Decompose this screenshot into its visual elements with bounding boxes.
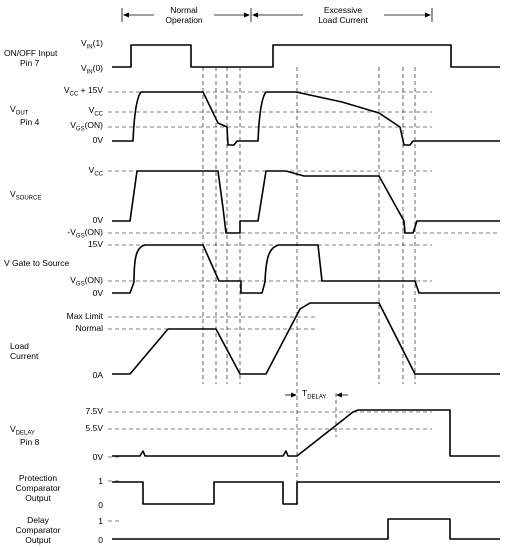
onoff-waveform <box>112 44 500 68</box>
row-labels: ON/OFF Input Pin 7 VOUT Pin 4 VSOURCE V … <box>4 48 69 545</box>
tdelay-label: TDELAY <box>302 388 326 401</box>
event-markers <box>202 67 416 505</box>
normal-phase-label-1: Normal <box>170 5 198 15</box>
load-waveform <box>112 302 500 375</box>
level-label: VGS(ON) <box>70 275 103 288</box>
level-label: 0V <box>93 288 104 298</box>
vdelay-name-line2: Pin 8 <box>20 437 40 447</box>
level-label: VCC <box>89 165 104 178</box>
vout-name: VOUT <box>10 104 29 117</box>
protection-name-line1: Protection <box>19 473 58 483</box>
vout-name-line2: Pin 4 <box>20 117 40 127</box>
protection-waveform <box>112 481 500 505</box>
tdelay-arrowhead-right <box>336 392 342 398</box>
level-label: 7.5V <box>86 406 104 416</box>
level-label: 0 <box>98 535 103 545</box>
onoff-name-line2: Pin 7 <box>20 58 40 68</box>
load-name-line2: Current <box>10 351 39 361</box>
level-label: VCC <box>89 105 104 118</box>
level-label: 1 <box>98 516 103 526</box>
normal-bracket-right-arrowhead <box>244 12 250 18</box>
tdelay-marker: TDELAY <box>285 388 348 437</box>
tdelay-arrowhead-left <box>291 392 297 398</box>
onoff-name-line1: ON/OFF Input <box>4 48 58 58</box>
vgate-waveform <box>112 244 500 294</box>
protection-name-line3: Output <box>25 493 51 503</box>
level-label: 0V <box>93 215 104 225</box>
normal-bracket-left-arrowhead <box>123 12 129 18</box>
level-label: VIN(1) <box>81 38 103 51</box>
level-label: 5.5V <box>86 423 104 433</box>
load-name-line1: Load <box>10 341 29 351</box>
level-label: 0V <box>93 452 104 462</box>
level-label: VCC + 15V <box>64 85 103 98</box>
excessive-bracket-right-arrowhead <box>425 12 431 18</box>
excessive-phase-label-2: Load Current <box>318 15 368 25</box>
vdelay-waveform <box>112 409 500 457</box>
level-label: 0V <box>93 135 104 145</box>
delaycomp-waveform <box>112 518 500 540</box>
delaycomp-name-line3: Output <box>25 535 51 545</box>
level-label: 0A <box>93 370 104 380</box>
vout-waveform <box>112 91 500 146</box>
level-label: Normal <box>76 323 104 333</box>
vdelay-name: VDELAY <box>10 424 35 437</box>
waveforms <box>112 44 500 540</box>
phase-brackets: Normal Operation Excessive Load Current <box>121 5 433 25</box>
level-label: 0 <box>98 500 103 510</box>
vsource-waveform <box>112 170 500 234</box>
level-label: -VGS(ON) <box>67 227 103 240</box>
excessive-phase-label-1: Excessive <box>324 5 363 15</box>
normal-phase-label-2: Operation <box>165 15 203 25</box>
vsource-name: VSOURCE <box>10 189 41 202</box>
level-labels: VIN(1) VIN(0) VCC + 15V VCC VGS(ON) 0V V… <box>64 38 104 545</box>
level-label: Max Limit <box>67 311 104 321</box>
excessive-bracket-left-arrowhead <box>252 12 258 18</box>
delaycomp-name-line1: Delay <box>27 515 49 525</box>
vgate-name: V Gate to Source <box>4 258 69 268</box>
protection-name-line2: Comparator <box>16 483 61 493</box>
level-label: 1 <box>98 476 103 486</box>
level-label: 15V <box>88 239 103 249</box>
level-label: VIN(0) <box>81 63 103 76</box>
level-label: VGS(ON) <box>70 120 103 133</box>
delaycomp-name-line2: Comparator <box>16 525 61 535</box>
